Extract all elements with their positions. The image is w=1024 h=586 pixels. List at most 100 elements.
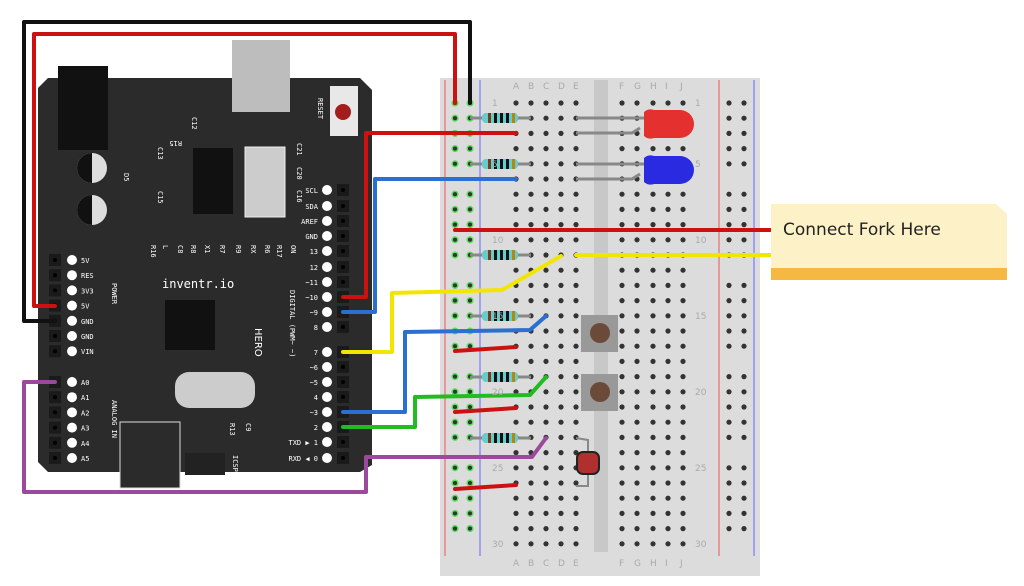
pin-pad [67, 331, 77, 341]
resistor [470, 311, 531, 321]
breadboard-hole [665, 146, 671, 152]
pin-label: GND [305, 233, 318, 241]
chip [193, 148, 233, 214]
pin-pad [67, 422, 77, 433]
breadboard-hole [513, 267, 519, 273]
pin-pad [322, 277, 332, 287]
breadboard-hole [543, 495, 549, 501]
rail-hole [726, 115, 732, 121]
breadboard-hole [680, 146, 686, 152]
pin-pad [322, 422, 332, 432]
breadboard-hole [513, 298, 519, 304]
pin-label: 7 [314, 349, 318, 357]
breadboard-hole [543, 115, 549, 121]
pin-label: RXD ◀ 0 [288, 455, 318, 463]
push-button-2[interactable] [581, 374, 618, 411]
component-label: C16 [295, 190, 303, 203]
breadboard-hole [558, 206, 564, 212]
rail-hole [741, 130, 747, 136]
pin-label: A2 [81, 409, 89, 417]
rail-hole [741, 161, 747, 167]
breadboard-hole [558, 313, 564, 319]
rail-hole [466, 236, 474, 244]
resistor [470, 113, 531, 123]
breadboard-hole [558, 222, 564, 228]
breadboard-hole [634, 465, 640, 471]
pin-label: TXD ▶ 1 [288, 439, 318, 447]
pin-label: ~5 [310, 379, 318, 387]
breadboard-hole [528, 358, 534, 364]
rail-hole [451, 373, 459, 381]
column-label: B [528, 82, 534, 92]
breadboard-hole [634, 404, 640, 410]
breadboard-hole [619, 389, 625, 395]
rail-hole [726, 343, 732, 349]
component-label: C13 [156, 147, 164, 160]
breadboard-hole [634, 328, 640, 334]
breadboard-hole [543, 541, 549, 547]
breadboard-hole [543, 130, 549, 136]
row-number: 1 [695, 99, 701, 109]
breadboard-hole [650, 450, 656, 456]
pin-pad [322, 231, 332, 241]
breadboard-hole [634, 100, 640, 106]
breadboard-hole [573, 358, 579, 364]
breadboard-hole [573, 282, 579, 288]
pin-label: 8 [314, 324, 318, 332]
microcontroller [165, 300, 215, 350]
breadboard-hole [558, 328, 564, 334]
breadboard-hole [650, 313, 656, 319]
component-label: C20 [295, 167, 303, 180]
breadboard-hole [558, 374, 564, 380]
breadboard-hole [528, 404, 534, 410]
breadboard-hole [650, 358, 656, 364]
component-label: R6 [263, 245, 271, 253]
breadboard-hole [543, 510, 549, 516]
breadboard-hole [513, 465, 519, 471]
pin-pad [322, 392, 332, 402]
rail-hole [726, 510, 732, 516]
breadboard-hole [650, 404, 656, 410]
breadboard-hole [650, 465, 656, 471]
breadboard-hole [680, 419, 686, 425]
breadboard-hole [680, 374, 686, 380]
column-label: E [573, 559, 579, 569]
row-number: 5 [695, 160, 701, 170]
breadboard-hole [543, 176, 549, 182]
pin-label: 2 [314, 424, 318, 432]
row-number: 30 [492, 540, 504, 550]
breadboard-hole [650, 282, 656, 288]
rail-hole [726, 130, 732, 136]
breadboard-hole [558, 161, 564, 167]
breadboard-hole [650, 374, 656, 380]
breadboard-hole [558, 404, 564, 410]
column-label: C [543, 559, 549, 569]
row-number: 5 [492, 160, 498, 170]
breadboard-hole [528, 495, 534, 501]
breadboard-hole [650, 541, 656, 547]
breadboard-hole [665, 343, 671, 349]
breadboard-hole [528, 282, 534, 288]
component-label: C21 [295, 143, 303, 156]
rail-hole [726, 374, 732, 380]
pin-label: A0 [81, 379, 89, 387]
pin-pad [67, 437, 77, 448]
breadboard-hole [665, 328, 671, 334]
breadboard-hole [558, 176, 564, 182]
rail-hole [451, 145, 459, 153]
column-label: D [558, 82, 565, 92]
push-button-1[interactable] [581, 315, 618, 352]
rail-hole [726, 100, 732, 106]
rail-hole [466, 281, 474, 289]
rail-hole [466, 494, 474, 502]
rail-hole [741, 222, 747, 228]
breadboard-hole [650, 191, 656, 197]
pin-label: AREF [301, 218, 318, 226]
breadboard-hole [650, 343, 656, 349]
breadboard-hole [513, 450, 519, 456]
breadboard-hole [650, 206, 656, 212]
rail-hole [741, 328, 747, 334]
breadboard-hole [558, 282, 564, 288]
breadboard-hole [543, 252, 549, 258]
